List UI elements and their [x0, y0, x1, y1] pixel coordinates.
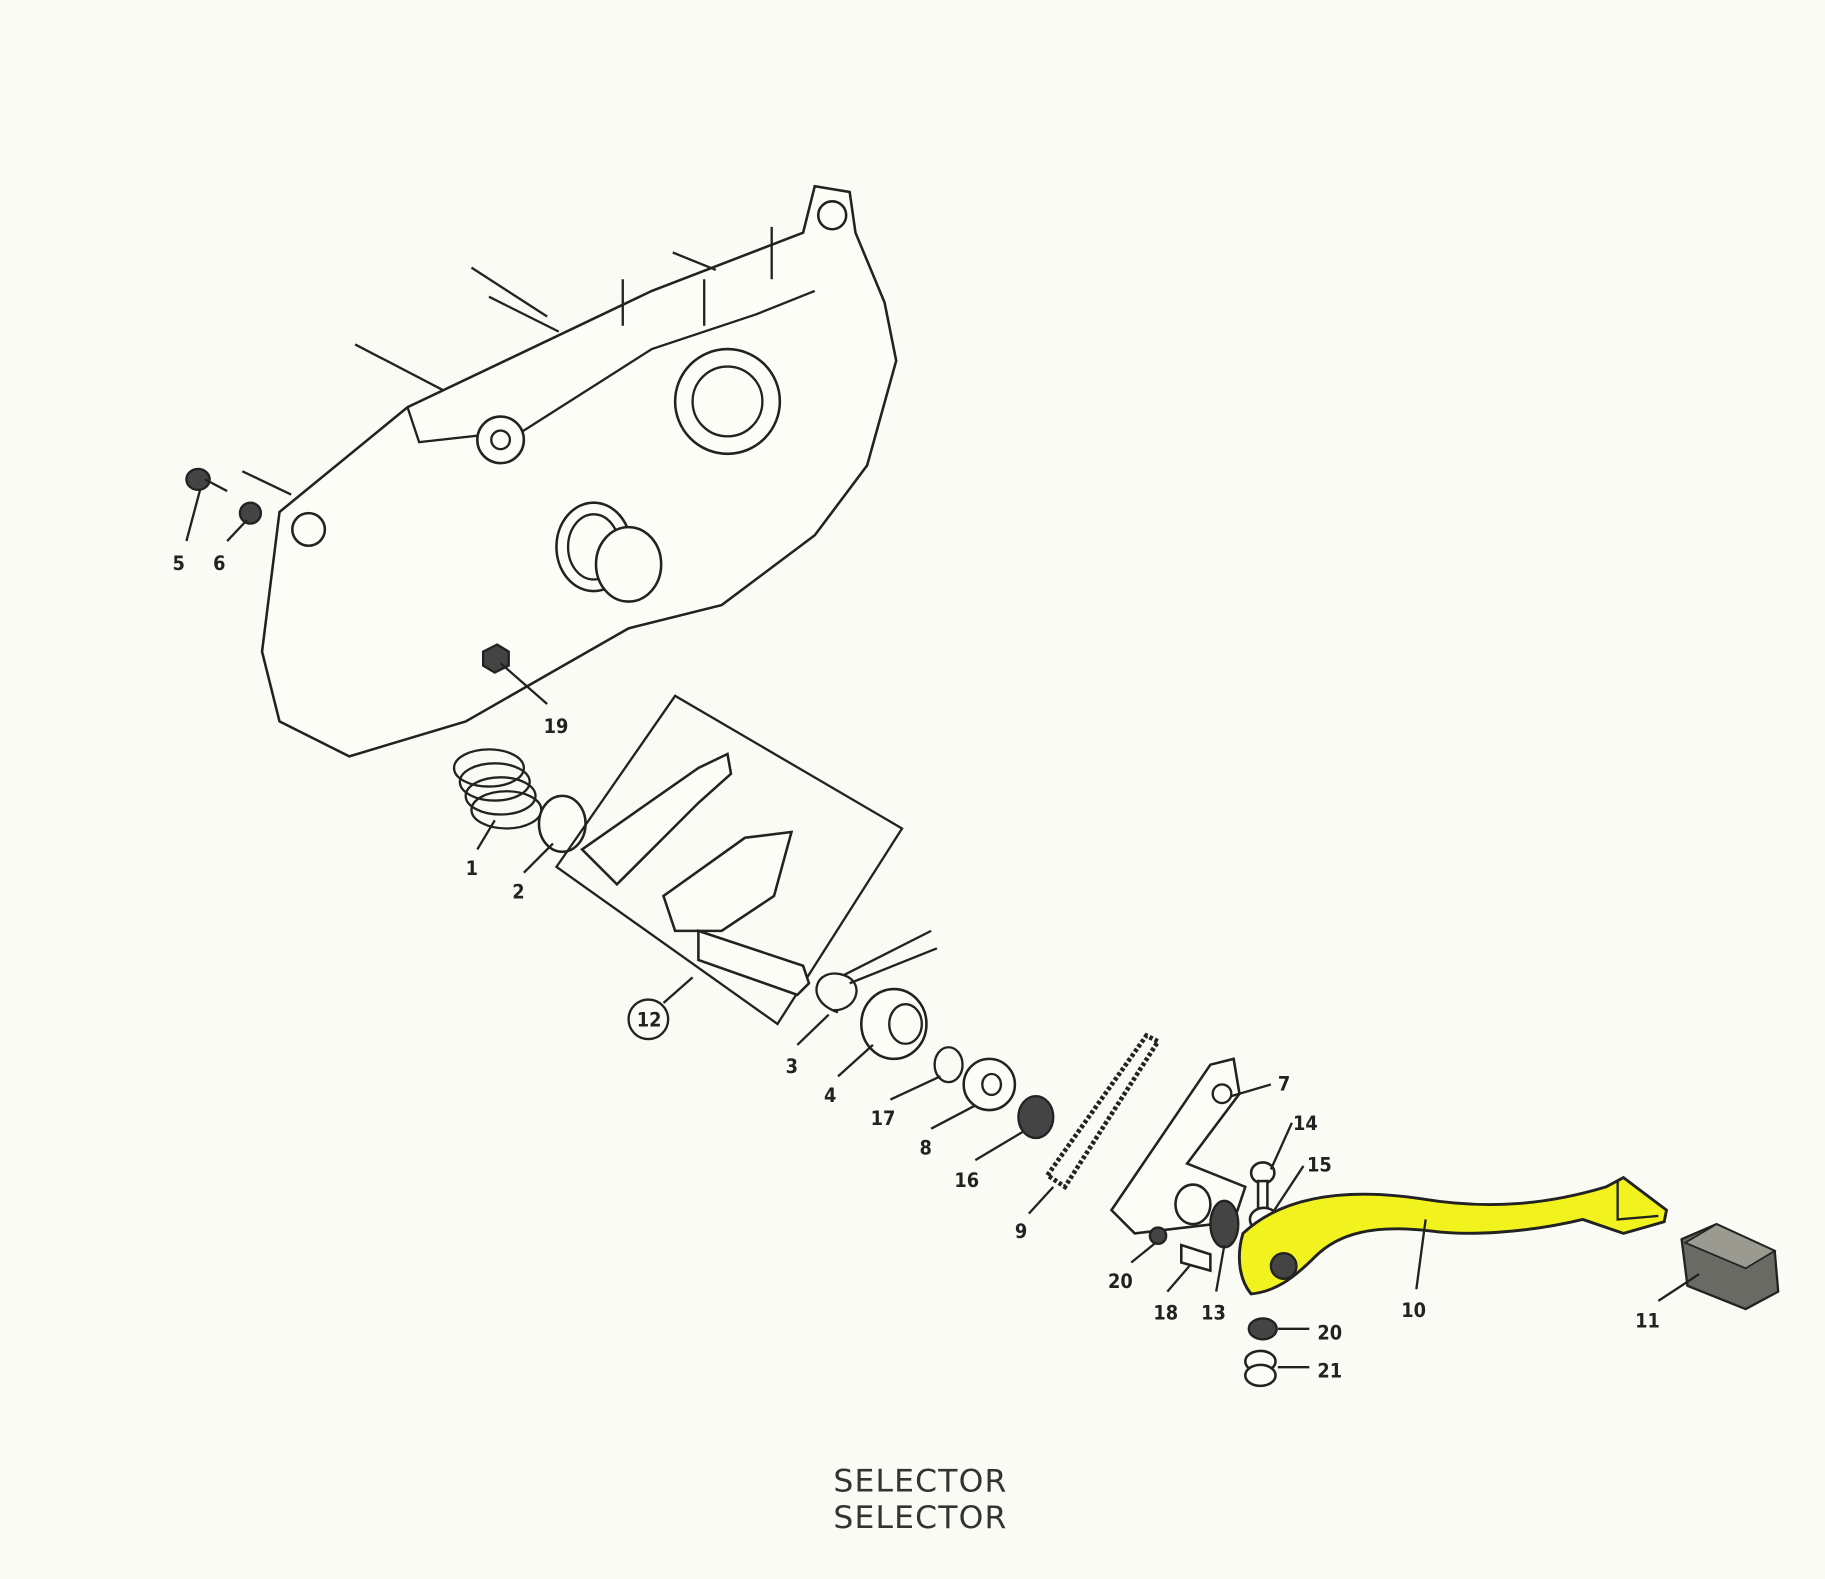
- gear-lever-10-part: [1237, 1175, 1669, 1296]
- callout-6: 6: [213, 552, 225, 575]
- rubber-11-part: [1680, 1222, 1780, 1311]
- callout-19: 19: [544, 715, 569, 738]
- nut-20-part: [1247, 1317, 1278, 1341]
- nut-21-part: [1244, 1349, 1277, 1388]
- seal-16-part: [1017, 1094, 1055, 1140]
- washer-2-part: [537, 794, 587, 854]
- spring-1-part: [452, 748, 543, 830]
- callout-10: 10: [1401, 1299, 1426, 1322]
- bolt-5-part: [185, 467, 228, 493]
- selector-assembly-box: [554, 694, 904, 1026]
- callout-12: 12: [637, 1008, 662, 1031]
- callout-14: 14: [1293, 1112, 1318, 1135]
- washer-20-part: [1148, 1226, 1168, 1246]
- callout-4: 4: [824, 1084, 836, 1107]
- bolt-14-part: [1249, 1161, 1276, 1215]
- callout-1: 1: [466, 857, 478, 880]
- callout-17: 17: [871, 1107, 896, 1130]
- callout-11: 11: [1635, 1310, 1660, 1333]
- bearing-4-part: [860, 987, 928, 1061]
- callout-7: 7: [1278, 1072, 1290, 1095]
- callout-2: 2: [512, 880, 524, 903]
- callout-8: 8: [919, 1136, 931, 1159]
- callout-21: 21: [1317, 1360, 1342, 1383]
- caption-line-2: SELECTOR: [833, 1500, 1007, 1536]
- circlip-17-part: [933, 1046, 964, 1084]
- spline-13-part: [1209, 1199, 1240, 1249]
- link-9-part: [1044, 1032, 1162, 1191]
- callout-20b: 20: [1317, 1321, 1342, 1344]
- crankcase-part: [241, 184, 898, 758]
- callout-9: 9: [1015, 1220, 1027, 1243]
- callout-3: 3: [786, 1055, 798, 1078]
- callout-12-circle: [627, 998, 670, 1041]
- pin-18-part: [1180, 1243, 1212, 1273]
- callout-13: 13: [1201, 1302, 1226, 1325]
- bracket-7-part: [1109, 1057, 1247, 1235]
- callout-16: 16: [954, 1169, 979, 1192]
- washer-8-part: [962, 1057, 1017, 1112]
- leader-lines: [185, 488, 1700, 1369]
- caption-line-1: SELECTOR: [833, 1464, 1007, 1500]
- callout-20a: 20: [1108, 1270, 1133, 1293]
- return-spring-3-part: [815, 929, 938, 1014]
- callout-18: 18: [1153, 1302, 1178, 1325]
- callout-15: 15: [1307, 1154, 1332, 1177]
- selector-shaft-part: [580, 752, 811, 997]
- callout-5: 5: [172, 552, 184, 575]
- washer-6-part: [238, 501, 263, 525]
